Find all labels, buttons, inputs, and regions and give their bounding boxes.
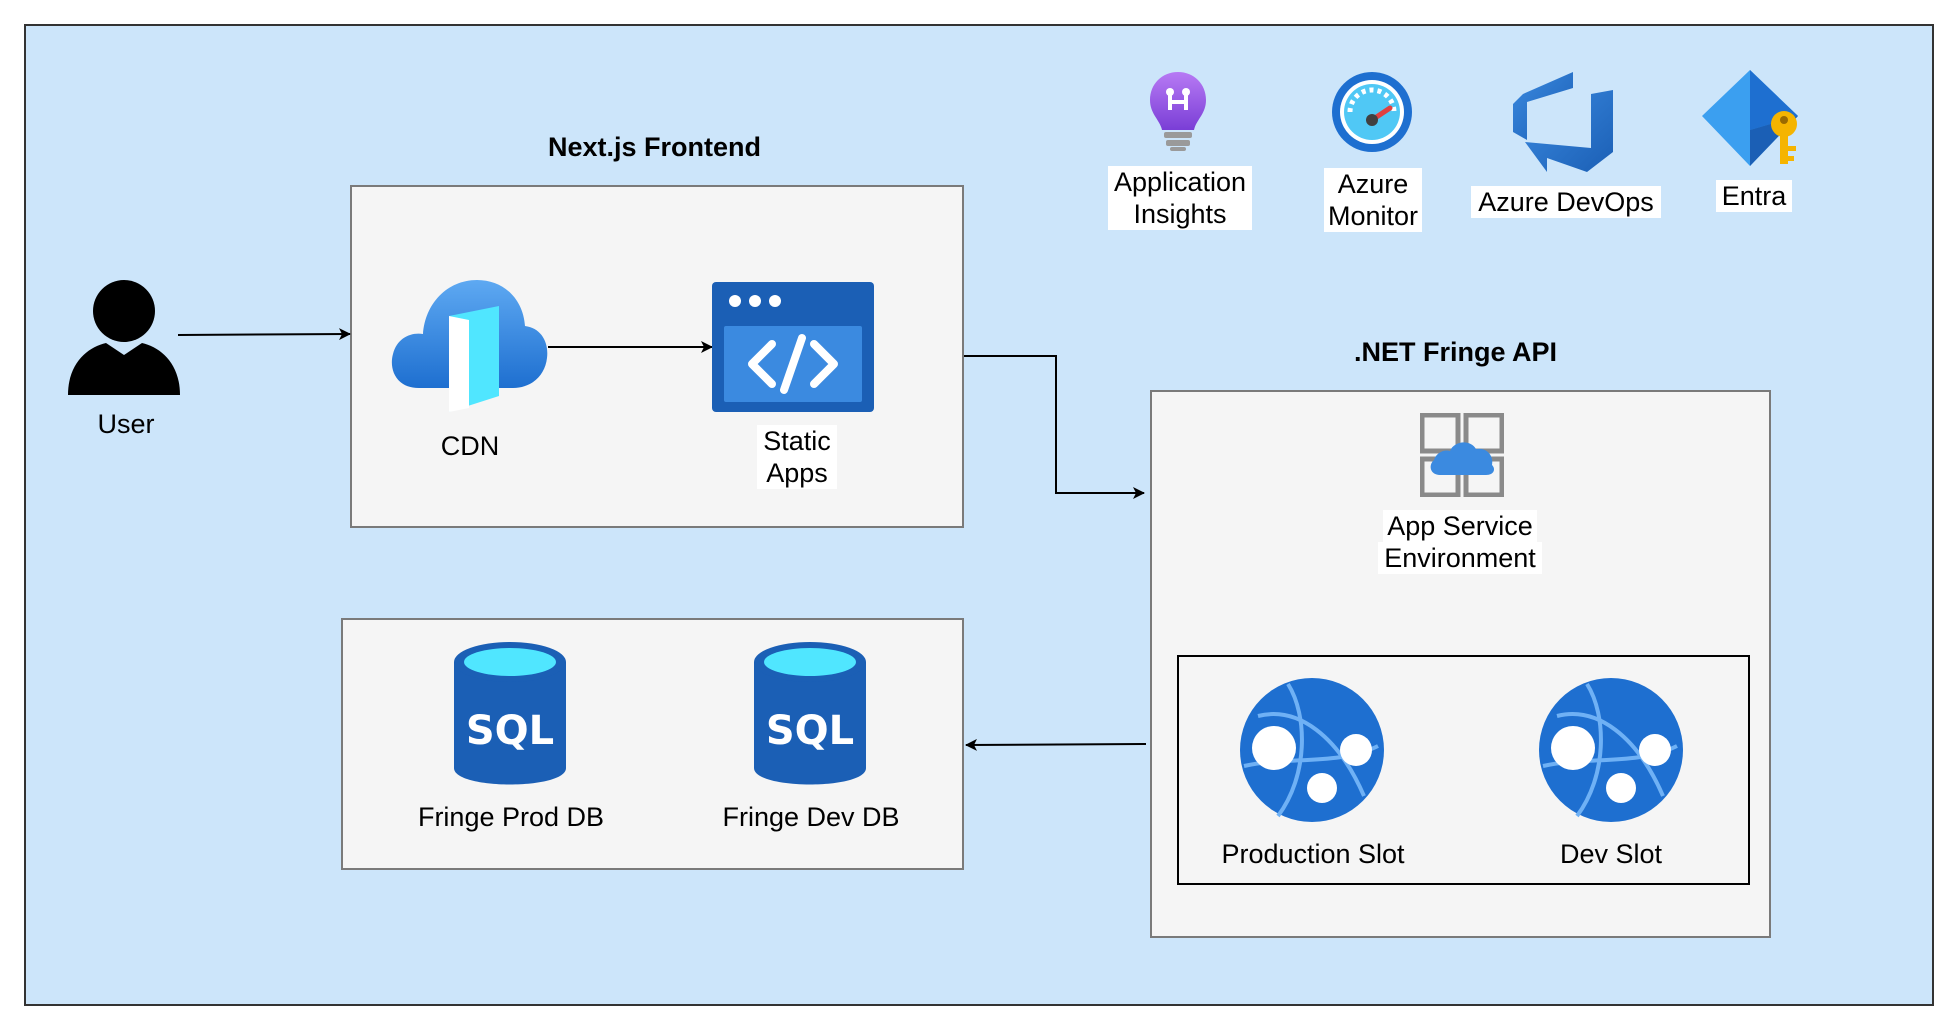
prod-db-sql-text: SQL bbox=[466, 708, 554, 754]
dev-db-icon: SQL bbox=[754, 642, 866, 785]
frontend-title: Next.js Frontend bbox=[548, 132, 762, 162]
slots-box bbox=[1177, 655, 1750, 885]
app-service-environment-icon bbox=[1420, 413, 1504, 497]
application-insights-icon bbox=[1150, 72, 1206, 151]
ase-label-line1: App Service bbox=[1383, 510, 1537, 542]
dev-db-label: Fringe Dev DB bbox=[722, 802, 900, 832]
production-slot-label: Production Slot bbox=[1221, 839, 1405, 869]
azure-monitor-label-line2: Monitor bbox=[1324, 200, 1422, 232]
production-slot-icon bbox=[1240, 678, 1384, 822]
entra-icon bbox=[1702, 70, 1798, 166]
static-apps-icon bbox=[712, 282, 874, 412]
azure-devops-icon bbox=[1513, 72, 1613, 172]
static-apps-label-line1: Static bbox=[757, 425, 837, 457]
user-icon bbox=[68, 280, 180, 395]
prod-db-icon: SQL bbox=[454, 642, 566, 785]
dev-db-sql-text: SQL bbox=[766, 708, 854, 754]
ase-label-line2: Environment bbox=[1378, 542, 1542, 574]
dev-slot-icon bbox=[1539, 678, 1683, 822]
azure-monitor-icon bbox=[1332, 72, 1412, 152]
user-label: User bbox=[97, 409, 155, 439]
api-title: .NET Fringe API bbox=[1354, 337, 1558, 367]
app-insights-label-line1: Application bbox=[1108, 166, 1252, 198]
static-apps-label-line2: Apps bbox=[757, 457, 837, 489]
prod-db-label: Fringe Prod DB bbox=[417, 802, 605, 832]
entra-label: Entra bbox=[1716, 180, 1792, 212]
cdn-label: CDN bbox=[440, 431, 500, 461]
azure-devops-label: Azure DevOps bbox=[1471, 186, 1661, 218]
app-insights-label-line2: Insights bbox=[1108, 198, 1252, 230]
dev-slot-label: Dev Slot bbox=[1559, 839, 1663, 869]
cdn-icon bbox=[391, 280, 548, 412]
azure-monitor-label-line1: Azure bbox=[1324, 168, 1422, 200]
